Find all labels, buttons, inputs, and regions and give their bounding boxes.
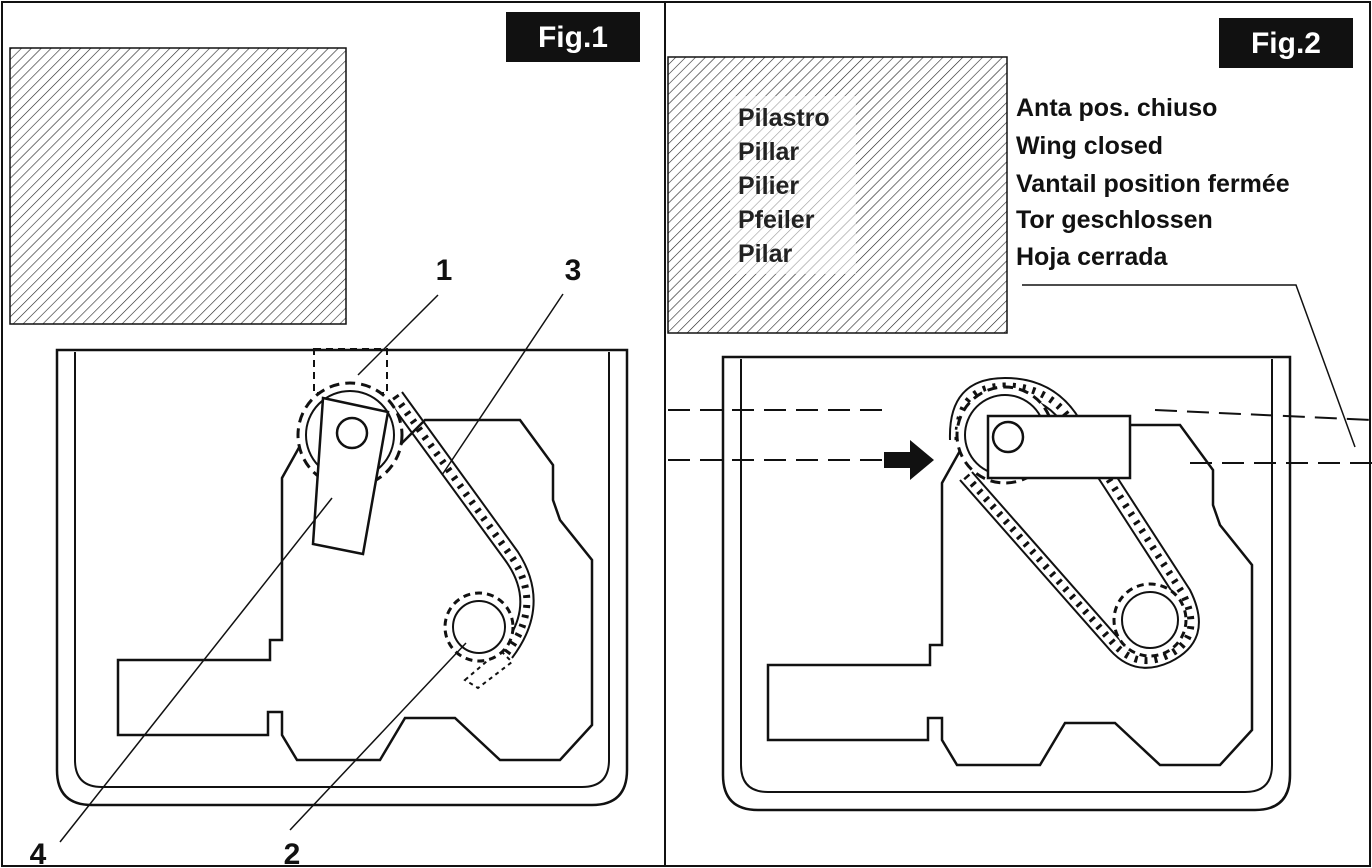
- fig1-badge: [506, 12, 640, 62]
- fig2-shaft: [991, 420, 1025, 454]
- fig1-shaft: [335, 416, 369, 450]
- leader-1: [357, 294, 439, 376]
- fig2-badge-text: Fig.2: [1251, 27, 1321, 60]
- leader-2: [289, 642, 467, 831]
- direction-arrow-icon: [884, 440, 934, 480]
- fig2-panel: Fig.2 Pilastro Pillar Pilier Pfeiler Pil…: [667, 18, 1372, 812]
- callout-1: 1: [436, 254, 453, 287]
- wing-dash-top-right: [1154, 409, 1372, 421]
- fig1-panel: Fig.1: [9, 12, 640, 868]
- pillar-label-es: Pilar: [738, 240, 792, 268]
- callout-2: 2: [284, 838, 301, 868]
- fig2-housing: [721, 355, 1292, 812]
- fig1-arm: [311, 396, 390, 556]
- leader-3: [441, 293, 564, 476]
- fig1-pillar: [9, 47, 347, 325]
- fig1-housing: [55, 348, 629, 807]
- callout-3: 3: [565, 254, 582, 287]
- fig1-dashed-box: [313, 348, 388, 394]
- pillar-label-it: Pilastro: [738, 104, 830, 132]
- callout-4: 4: [30, 838, 47, 868]
- pillar-label-en: Pillar: [738, 138, 799, 166]
- pillar-label-de: Pfeiler: [738, 206, 815, 234]
- fig1-sprocket-small: [443, 591, 515, 663]
- fig1-badge-text: Fig.1: [538, 21, 608, 54]
- fig2-badge: [1219, 18, 1353, 68]
- fig2-sprocket-small: [1112, 582, 1188, 658]
- wing-label-es: Hoja cerrada: [1016, 243, 1169, 271]
- fig2-housing-inner: [740, 359, 1273, 793]
- fig2-pillar-label-bg: [730, 96, 856, 274]
- wing-label-it: Anta pos. chiuso: [1016, 94, 1217, 122]
- pillar-label-fr: Pilier: [738, 172, 799, 200]
- leader-4: [59, 497, 333, 843]
- fig1-housing-inner: [74, 352, 610, 788]
- wing-label-fr: Vantail position fermée: [1016, 170, 1290, 198]
- wing-leader: [1022, 284, 1356, 448]
- wing-label-en: Wing closed: [1016, 132, 1163, 160]
- wing-label-de: Tor geschlossen: [1016, 206, 1213, 234]
